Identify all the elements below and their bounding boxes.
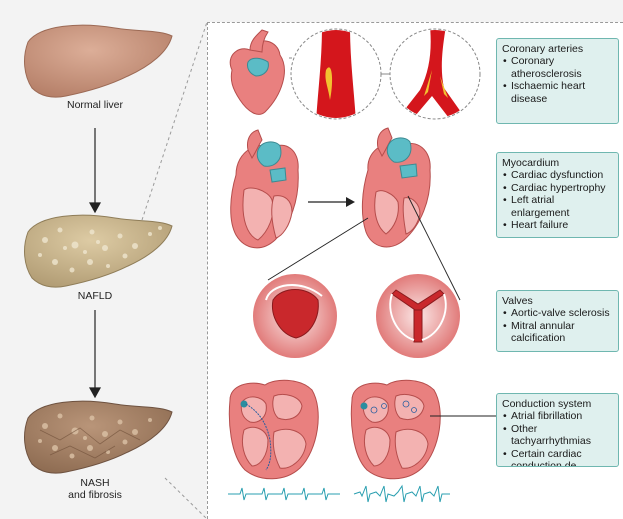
- box-item: Other tachyarrhythmias: [502, 423, 613, 448]
- box-title: Myocardium: [502, 157, 613, 169]
- small-heart: [230, 30, 284, 114]
- box-item: Cardiac hypertrophy: [502, 182, 613, 194]
- hypertrophy-arrow: [308, 197, 355, 207]
- box-item: Ischaemic heart disease: [502, 80, 613, 105]
- box-title: Valves: [502, 295, 613, 307]
- artery-cross-section-2: [390, 26, 480, 122]
- artery-cross-section-1: [291, 26, 381, 122]
- box-conduction-system: Conduction system Atrial fibrillation Ot…: [496, 393, 619, 467]
- box-item: Aortic-valve sclerosis: [502, 307, 613, 319]
- box-valves: Valves Aortic-valve sclerosis Mitral ann…: [496, 290, 619, 352]
- conduction-heart-normal: [229, 380, 318, 479]
- box-item: Atrial fibrillation: [502, 410, 613, 422]
- box-item: Certain cardiac conduction de: [502, 448, 613, 467]
- box-item: Cardiac dysfunction: [502, 169, 613, 181]
- box-item: Left atrial enlargement: [502, 194, 613, 219]
- box-title: Conduction system: [502, 398, 613, 410]
- valve-sclerosis: [376, 274, 460, 358]
- box-title: Coronary arteries: [502, 43, 613, 55]
- valve-normal: [253, 274, 337, 358]
- ecg-traces: [228, 486, 450, 502]
- box-myocardium: Myocardium Cardiac dysfunction Cardiac h…: [496, 152, 619, 238]
- box-item: Heart failure: [502, 219, 613, 231]
- box-coronary-arteries: Coronary arteries Coronary atheroscleros…: [496, 38, 619, 124]
- heart-hypertrophy: [362, 128, 430, 247]
- conduction-heart-af: [351, 380, 440, 479]
- box-item: Coronary atherosclerosis: [502, 55, 613, 80]
- heart-normal: [231, 130, 299, 248]
- box-item: Mitral annular calcification: [502, 320, 613, 345]
